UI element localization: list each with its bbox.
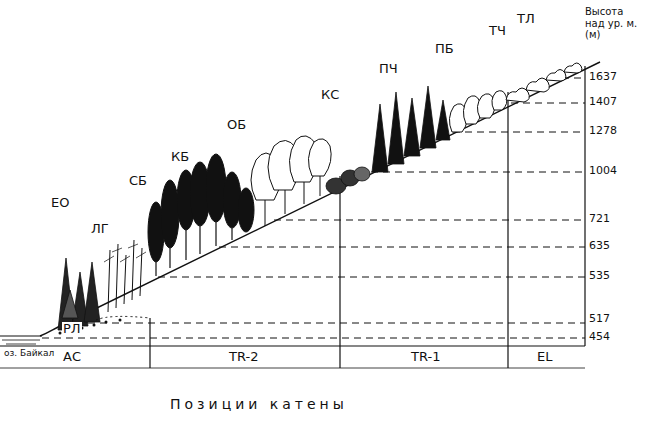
zone-code: КБ (170, 150, 190, 165)
height-value: 1407 (589, 96, 617, 109)
height-value: 721 (589, 213, 610, 226)
height-value: 454 (589, 331, 610, 344)
height-value: 517 (589, 313, 610, 326)
height-value: 1004 (589, 165, 617, 178)
axis-title: Позиции катены (170, 396, 348, 412)
catena-position: АС (62, 350, 82, 365)
zone-code: ТЛ (516, 12, 536, 27)
lake-name: оз. Байкал (4, 348, 54, 358)
axis-title: Высота над ур. м. (м) (585, 6, 643, 41)
height-value: 635 (589, 240, 610, 253)
zone-code: РЛ (62, 322, 82, 337)
zone-code: ТЧ (488, 24, 507, 39)
zone-code: ЛГ (90, 222, 110, 237)
height-value: 1278 (589, 125, 617, 138)
zone-code: СБ (128, 174, 148, 189)
catena-position: EL (536, 350, 553, 365)
catena-position: TR-1 (410, 350, 441, 365)
zone-code: ПЧ (378, 62, 399, 77)
height-value: 535 (589, 270, 610, 283)
height-value: 1637 (589, 71, 617, 84)
zone-code: ЕО (50, 196, 70, 211)
catena-position: TR-2 (228, 350, 259, 365)
zone-code: КС (320, 88, 340, 103)
zone-code: ОБ (226, 118, 247, 133)
zone-code: ПБ (434, 42, 455, 57)
